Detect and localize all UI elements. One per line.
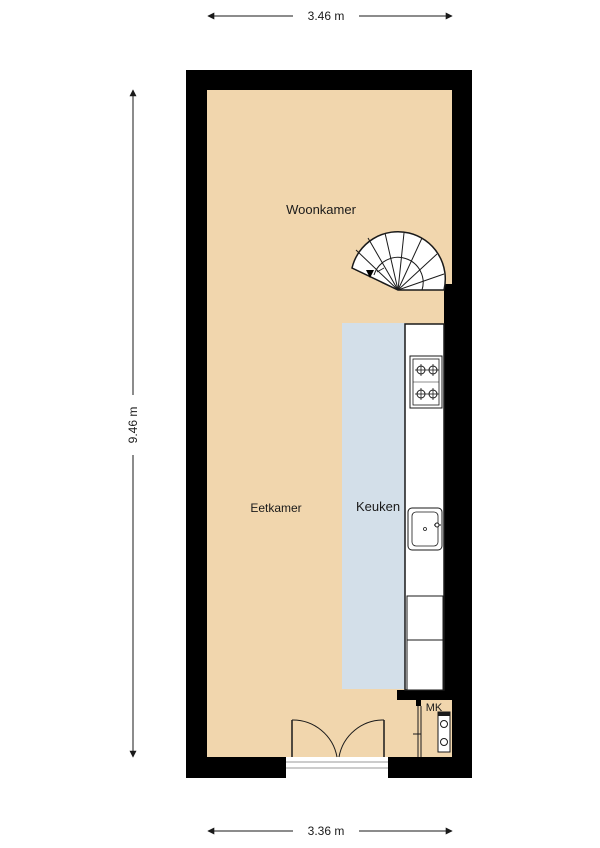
room-label-mk: MK	[426, 702, 443, 714]
dimension-top-label: 3.46 m	[308, 9, 345, 23]
dimension-left: 9.46 m	[124, 89, 142, 758]
room-label-woonkamer: Woonkamer	[286, 202, 357, 217]
mk-wall	[397, 690, 452, 700]
spiral-stair-icon	[351, 230, 447, 291]
stove-icon	[409, 355, 443, 409]
inner-walls	[397, 284, 452, 706]
double-door-icon	[291, 719, 385, 758]
kitchen-back-wall	[444, 284, 452, 700]
floor-upper-right	[444, 90, 452, 284]
dimension-bottom-label: 3.36 m	[308, 824, 345, 838]
dimension-bottom: 3.36 m	[207, 822, 453, 840]
kitchen-zone	[342, 323, 406, 689]
meter-cupboard-icon	[413, 706, 451, 757]
room-label-eetkamer: Eetkamer	[250, 501, 301, 515]
mk-wall-side	[416, 700, 421, 706]
dimension-top: 3.46 m	[207, 7, 453, 25]
dimension-left-label: 9.46 m	[126, 407, 140, 444]
sink-icon	[407, 507, 443, 551]
room-label-keuken: Keuken	[356, 499, 400, 514]
